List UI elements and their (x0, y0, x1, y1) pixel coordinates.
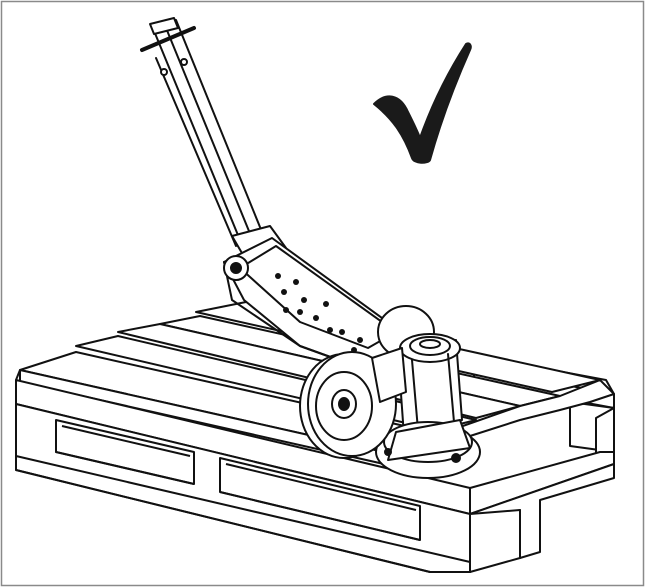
hydraulic-jack-icon (140, 17, 481, 479)
checkmark-icon (373, 42, 472, 164)
